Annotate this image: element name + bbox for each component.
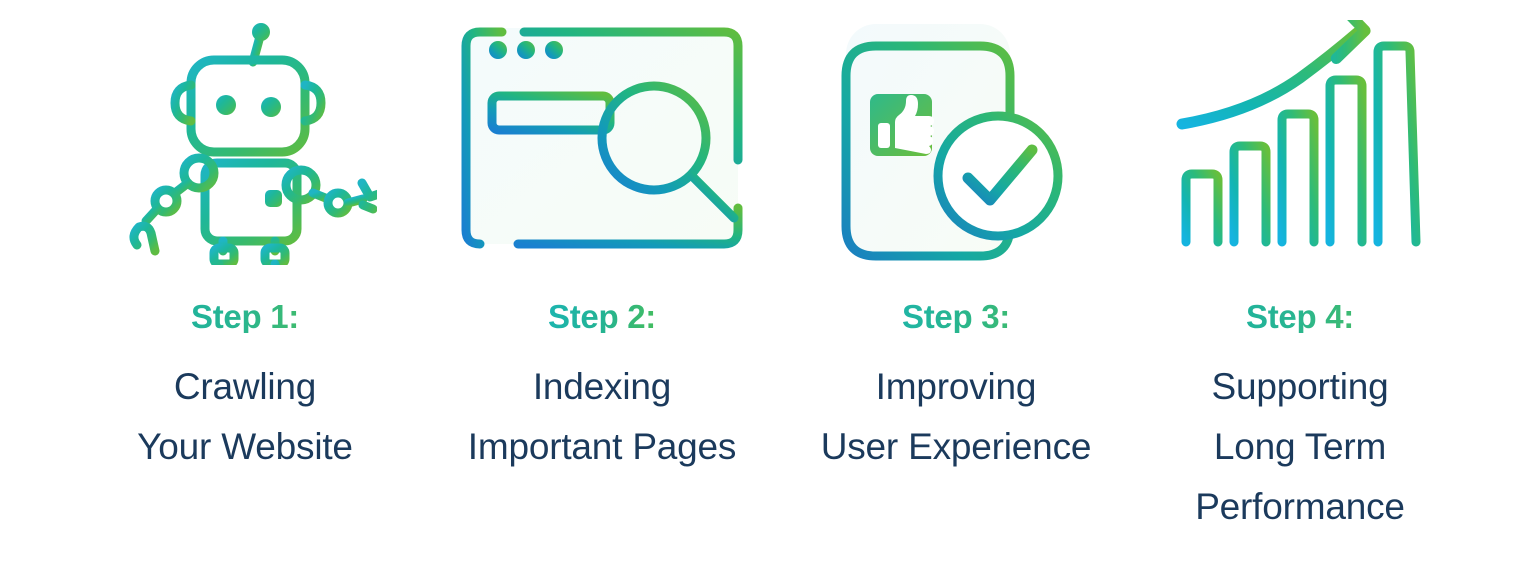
- robot-crawler-icon: [95, 0, 395, 280]
- step-heading-line: Important Pages: [467, 425, 737, 467]
- step-heading-line: Improving: [875, 366, 1037, 407]
- step-label-4: Step 4:: [1246, 298, 1354, 335]
- step-card-1: Step 1: Crawling Your Website: [95, 0, 395, 477]
- step-heading-line: User Experience: [820, 425, 1092, 467]
- browser-search-icon: [452, 0, 752, 280]
- step-label-3: Step 3:: [902, 298, 1010, 335]
- step-card-2: Step 2: Indexing Important Pages: [452, 0, 752, 477]
- step-heading-3: Improving User Experience: [821, 357, 1092, 477]
- step-heading-line: Long Term: [1213, 425, 1387, 467]
- step-heading-line: Crawling: [173, 366, 317, 407]
- step-heading-1: Crawling Your Website: [137, 357, 353, 477]
- step-heading-line: Performance: [1195, 485, 1405, 527]
- step-label-2: Step 2:: [548, 298, 656, 335]
- growth-bar-chart-icon: [1150, 0, 1450, 280]
- step-card-3: Step 3: Improving User Experience: [808, 0, 1104, 477]
- step-heading-2: Indexing Important Pages: [467, 357, 737, 477]
- step-heading-line: Indexing: [532, 366, 672, 407]
- mobile-approval-icon: [808, 0, 1104, 280]
- step-heading-4: Supporting Long Term Performance: [1195, 357, 1405, 537]
- step-heading-line: Supporting: [1211, 366, 1389, 407]
- step-card-4: Step 4: Supporting Long Term Performance: [1150, 0, 1450, 537]
- step-heading-line: Your Website: [137, 425, 353, 467]
- step-label-1: Step 1:: [191, 298, 299, 335]
